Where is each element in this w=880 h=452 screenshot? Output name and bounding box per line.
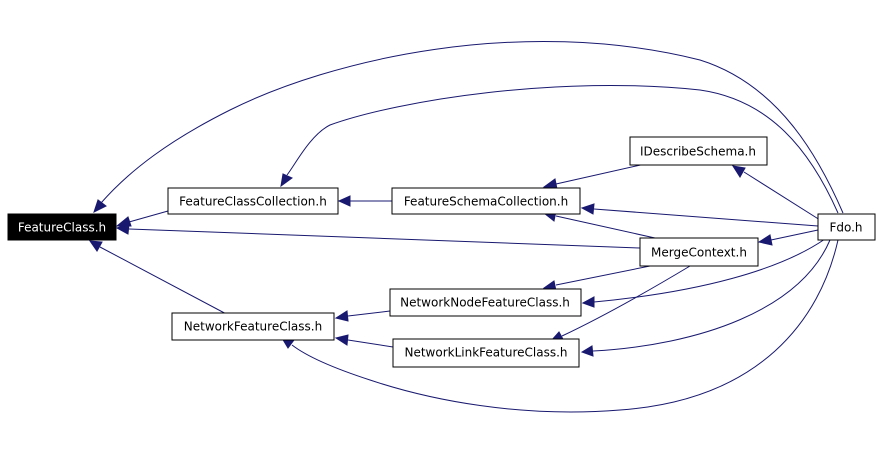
edge-fdo-to-featureclass xyxy=(93,41,844,214)
edge-fdo-to-mergecontext xyxy=(757,229,819,246)
edge-fdo-to-idescribeschema xyxy=(731,165,821,221)
node-featureclasscollection-label: FeatureClassCollection.h xyxy=(179,195,327,209)
node-featureclass-label: FeatureClass.h xyxy=(18,221,106,235)
edge-fdo-to-networklinkfeaturecollection xyxy=(580,239,831,357)
node-networkfeatureclass-label: NetworkFeatureClass.h xyxy=(184,320,322,334)
node-idescribeschema-box xyxy=(629,136,768,166)
edge-mergecontext-to-featureschemacollection xyxy=(542,210,656,239)
node-mergecontext-box xyxy=(639,237,759,267)
edge-fdo-to-featureclasscollection xyxy=(280,84,839,214)
node-networkfeatureclass[interactable]: NetworkFeatureClass.h xyxy=(171,312,335,341)
node-networknodefeatureclass[interactable]: NetworkNodeFeatureClass.h xyxy=(389,288,582,317)
node-idescribeschema[interactable]: IDescribeSchema.h xyxy=(629,136,768,166)
edge-fdo-to-featureschemacollection xyxy=(580,203,819,227)
node-mergecontext-label: MergeContext.h xyxy=(651,246,747,260)
node-networklinkfeatureclass-box xyxy=(392,338,580,368)
node-networkfeatureclass-box xyxy=(171,312,335,341)
edge-mergecontext-to-featureclass xyxy=(115,223,641,249)
node-fdo[interactable]: Fdo.h xyxy=(817,213,876,241)
node-networklinkfeatureclass[interactable]: NetworkLinkFeatureClass.h xyxy=(392,338,580,368)
node-fdo-box xyxy=(817,213,876,241)
edge-featureschemacollection-to-featureclasscollection xyxy=(337,195,392,207)
node-networklinkfeatureclass-label: NetworkLinkFeatureClass.h xyxy=(404,346,567,360)
edge-idescribeschema-to-featureschemacollection xyxy=(542,163,646,190)
node-featureschemacollection-box xyxy=(391,187,581,215)
node-mergecontext[interactable]: MergeContext.h xyxy=(639,237,759,267)
node-networknodefeatureclass-label: NetworkNodeFeatureClass.h xyxy=(400,296,570,310)
node-featureschemacollection-label: FeatureSchemaCollection.h xyxy=(404,195,568,209)
edge-networklinkfeatureclass-to-networkfeatureclass xyxy=(334,334,394,348)
node-featureclasscollection[interactable]: FeatureClassCollection.h xyxy=(167,187,339,215)
nodes: FeatureClass.h FeatureClassCollection.h … xyxy=(7,136,876,368)
edge-networkfeatureclass-to-featureclass xyxy=(88,240,233,318)
node-featureclass-box xyxy=(7,213,117,241)
edge-networknodefeatureclass-to-networkfeatureclass xyxy=(334,310,391,322)
node-featureclass[interactable]: FeatureClass.h xyxy=(7,213,117,241)
node-featureschemacollection[interactable]: FeatureSchemaCollection.h xyxy=(391,187,581,215)
node-idescribeschema-label: IDescribeSchema.h xyxy=(640,145,756,159)
node-fdo-label: Fdo.h xyxy=(829,221,862,235)
edge-fdo-to-networknodefeatureclass xyxy=(581,238,826,308)
node-featureclasscollection-box xyxy=(167,187,339,215)
edge-featureclasscollection-to-featureclass xyxy=(115,210,169,227)
edge-mergecontext-to-networknodefeatureclass xyxy=(542,265,651,292)
node-networknodefeatureclass-box xyxy=(389,288,582,317)
